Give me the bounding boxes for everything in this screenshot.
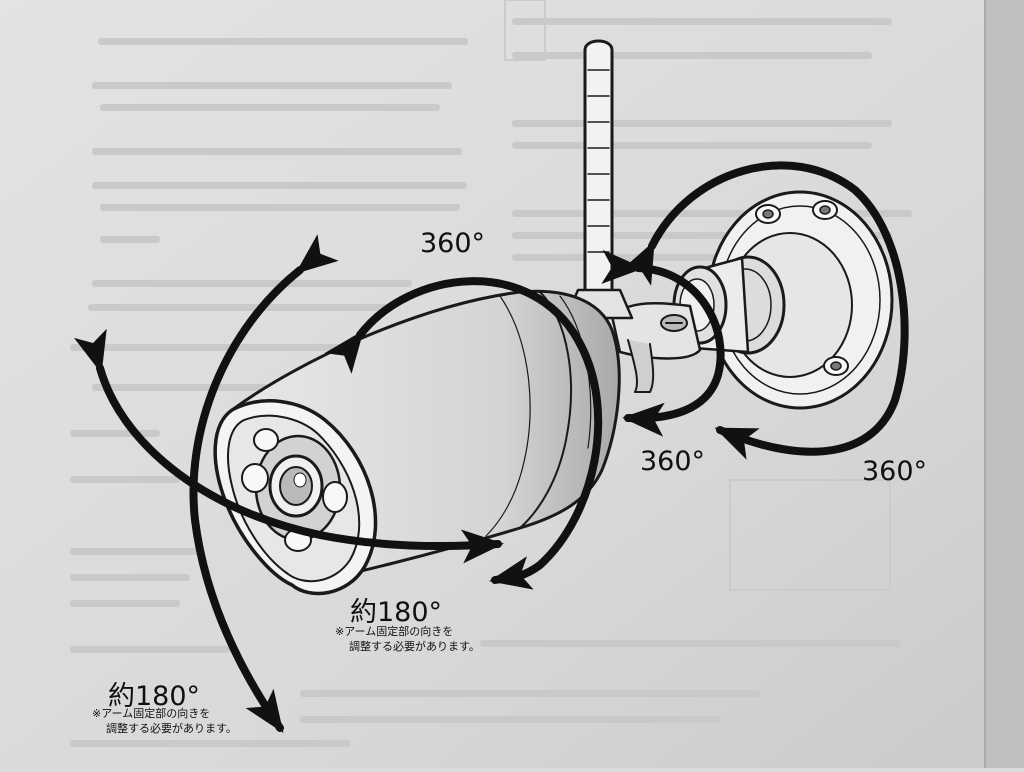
tilt-vertical-arrow: [189, 234, 339, 733]
note-tilt-low: ※アーム固定部の向きを 調整する必要があります。: [92, 706, 237, 736]
body-roll-arrow: [324, 277, 603, 590]
label-360-neck: 360°: [640, 446, 706, 477]
note-tilt-mid-line2: 調整する必要があります。: [349, 640, 480, 653]
label-360-mount: 360°: [862, 456, 928, 487]
note-tilt-mid: ※アーム固定部の向きを 調整する必要があります。: [335, 624, 480, 654]
camera-lens: [268, 454, 324, 518]
note-tilt-low-line2: 調整する必要があります。: [106, 722, 237, 735]
mount-rotation-arrow: [620, 161, 909, 460]
label-tilt-180-low: 約180°: [108, 681, 201, 712]
note-tilt-mid-line1: ※アーム固定部の向きを: [335, 625, 454, 638]
label-360-camera-roll: 360°: [420, 228, 486, 259]
note-tilt-low-line1: ※アーム固定部の向きを: [92, 707, 211, 720]
label-tilt-180-mid: 約180°: [350, 597, 443, 628]
rotation-arrows: [73, 161, 909, 733]
page-edge: [985, 0, 1024, 768]
